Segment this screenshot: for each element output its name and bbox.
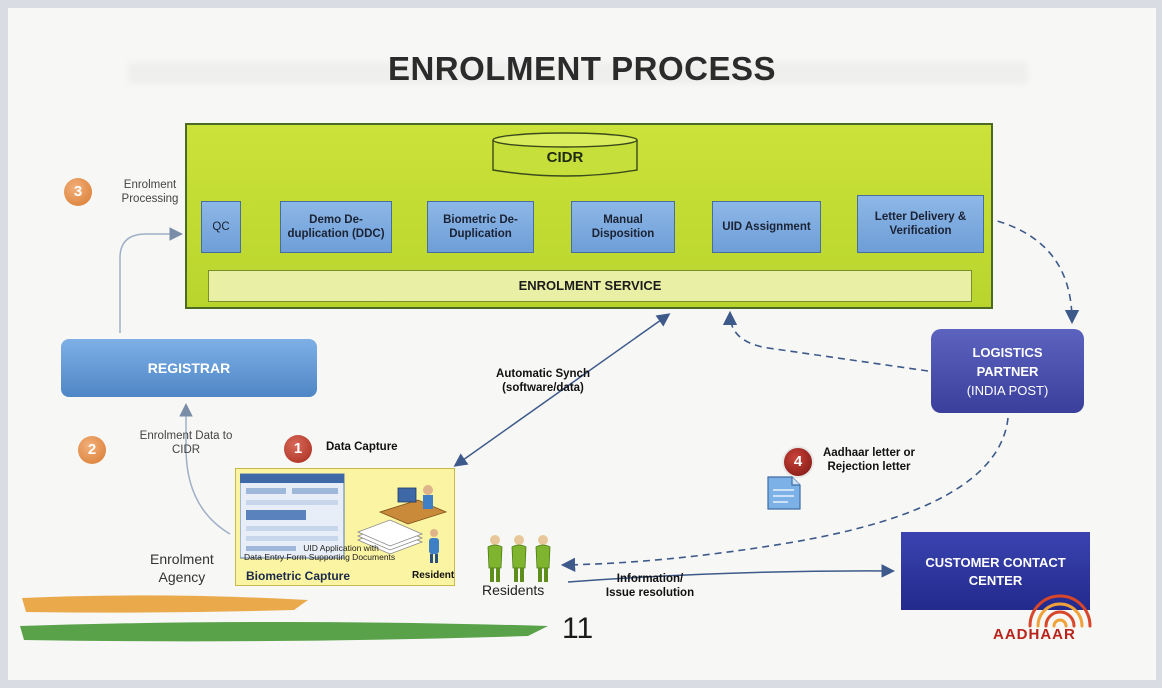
agency-line2: Agency: [158, 569, 206, 585]
ccc-line1: CUSTOMER CONTACT: [925, 555, 1066, 570]
residents-to-ccc-arrow: [567, 564, 895, 583]
page-number: 11: [562, 612, 594, 645]
aadhaar-logo-text: AADHAAR: [993, 626, 1076, 643]
sync-label-line2: (software/data): [502, 382, 584, 394]
logistics-line2: PARTNER: [976, 364, 1039, 379]
residents-group-icon: [487, 535, 551, 582]
enrolment-service-bar: ENROLMENT SERVICE: [208, 270, 972, 302]
uid-application-text: UID Application with: [303, 543, 379, 553]
agency-line1: Enrolment: [150, 551, 214, 567]
agency-to-registrar-arrow: [179, 403, 231, 535]
registrar-box: REGISTRAR: [61, 339, 317, 397]
cidr-database-icon: [492, 132, 638, 177]
tricolor-brush-strokes: [20, 595, 548, 642]
stage-manual-disposition: Manual Disposition: [571, 201, 675, 253]
logistics-line3: (INDIA POST): [966, 383, 1049, 398]
step-4-badge: 4: [782, 446, 814, 478]
bio-docs-label: Data Entry Form Supporting Documents: [244, 552, 396, 562]
info-line2: Issue resolution: [605, 587, 695, 599]
step-4-label: Aadhaar letter or Rejection letter: [822, 447, 916, 473]
sync-label-line1: Automatic Synch: [496, 368, 590, 380]
step-1-badge: 1: [284, 435, 312, 463]
registrar-to-cidr-arrow: [119, 227, 183, 333]
enrolment-agency-label: Enrolment Agency: [150, 550, 214, 586]
resident-person-icon: [429, 529, 439, 563]
logistics-to-residents-arrow: [560, 417, 1009, 572]
logistics-line1: LOGISTICS: [972, 345, 1043, 360]
delivery-to-logistics-arrow: [985, 217, 1080, 325]
logistics-partner-box: LOGISTICS PARTNER (INDIA POST): [931, 329, 1084, 413]
info-line1: Information/: [616, 573, 684, 585]
aadhaar-logo-icon: [1028, 594, 1092, 628]
info-label: Information/ Issue resolution: [600, 572, 700, 600]
page-title: ENROLMENT PROCESS: [387, 50, 777, 87]
bio-uid-application-label: UID Application with: [286, 544, 396, 553]
step-1-label: Data Capture: [326, 441, 398, 453]
biometric-capture-label: Biometric Capture: [246, 569, 351, 583]
data-entry-form-icon: [240, 473, 448, 559]
stage-qc: QC: [201, 201, 241, 253]
stage-demo-deduplication: Demo De-duplication (DDC): [280, 201, 392, 253]
stage-biometric-deduplication: Biometric De-Duplication: [427, 201, 534, 253]
letter-document-icon: [767, 476, 801, 510]
sync-arrow: [453, 313, 671, 467]
step-2-label: Enrolment Data to CIDR: [139, 430, 233, 456]
ccc-line2: CENTER: [968, 573, 1023, 588]
slide: ENROLMENT PROCESS: [8, 8, 1156, 680]
step-3-label: Enrolment Processing: [121, 179, 179, 205]
residents-label: Residents: [482, 582, 545, 598]
sync-label: Automatic Synch (software/data): [488, 367, 598, 395]
stage-letter-delivery: Letter Delivery & Verification: [857, 195, 984, 253]
step-2-badge: 2: [78, 436, 106, 464]
step-3-badge: 3: [64, 178, 92, 206]
cidr-label: CIDR: [546, 149, 584, 166]
stage-uid-assignment: UID Assignment: [712, 201, 821, 253]
logistics-to-service-arrow: [722, 310, 929, 372]
watermark-text: [128, 62, 1028, 84]
resident-label: Resident: [412, 570, 455, 581]
